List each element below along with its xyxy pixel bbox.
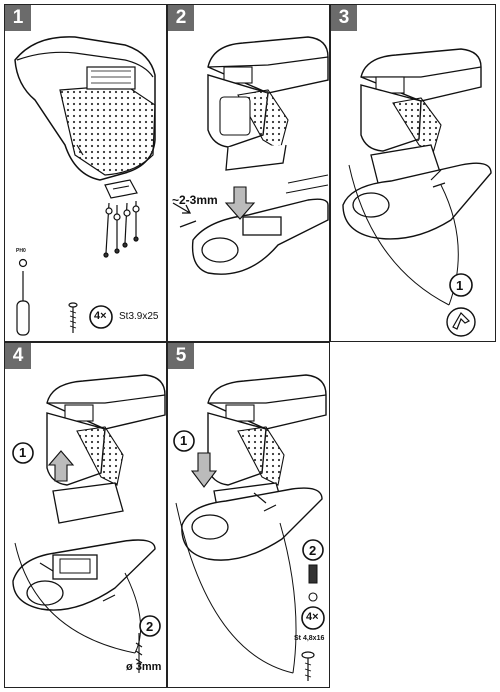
step-3-callout: 1 <box>456 278 464 293</box>
step-4-illustration <box>12 374 166 673</box>
step-4-callout-2: 2 <box>146 619 154 634</box>
step-2-number: 2 <box>168 5 194 31</box>
step-5-number: 5 <box>168 343 194 369</box>
screw-count: 4× <box>94 310 107 322</box>
gap-label: ~2-3mm <box>172 193 218 207</box>
screw-spec: St 4,8x16 <box>294 635 325 642</box>
drill-size-label: ø 3mm <box>126 661 162 673</box>
step-3-panel: 3 1 <box>330 4 496 342</box>
hand-press-icon <box>452 312 471 330</box>
step-5-illustration <box>173 374 327 681</box>
washer-icon <box>308 592 318 602</box>
screw-icon <box>301 651 315 681</box>
screw-icon <box>68 302 78 333</box>
step-5-callout-2: 2 <box>309 543 317 558</box>
drill-bit-icon <box>135 633 143 673</box>
step-4-callout-1: 1 <box>19 445 27 460</box>
step-2-panel: 2 ~2-3mm <box>167 4 330 342</box>
tool-label: PH0 <box>16 248 26 254</box>
step-1-illustration <box>14 36 156 336</box>
step-5-callout-1: 1 <box>180 433 188 448</box>
step-3-number: 3 <box>331 5 357 31</box>
step-5-panel: 5 1 2 4× St 4,8x16 <box>167 342 330 688</box>
step-3-illustration <box>342 48 492 337</box>
step-4-number: 4 <box>5 343 31 369</box>
screwdriver-icon <box>16 258 30 336</box>
step-1-number: 1 <box>5 5 31 31</box>
screw-spec: St3.9x25 <box>119 311 159 322</box>
step-4-panel: 4 1 2 ø 3mm <box>4 342 167 688</box>
step-2-illustration <box>172 36 329 275</box>
step-1-panel: 1 <box>4 4 167 342</box>
screw-count: 4× <box>306 611 319 623</box>
